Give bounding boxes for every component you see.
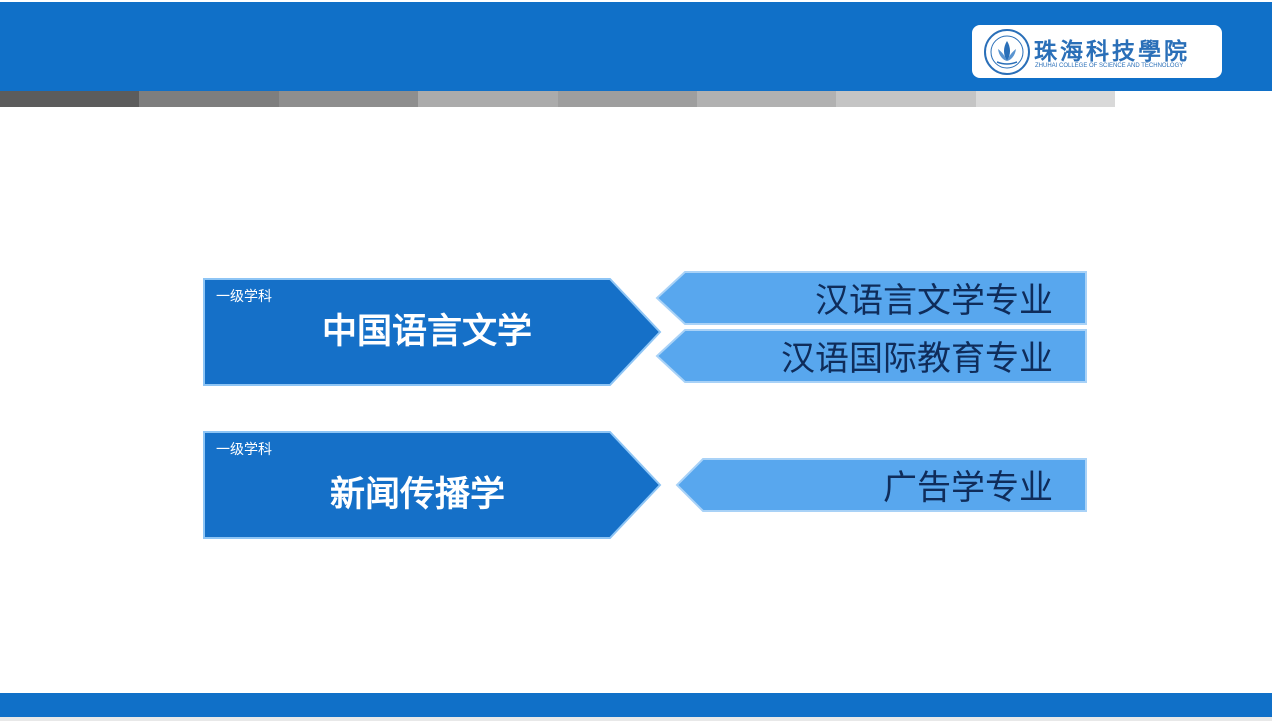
major-label: 汉语国际教育专业: [781, 339, 1053, 379]
discipline-title: 新闻传播学: [330, 475, 506, 515]
discipline-arrow-shape: [203, 431, 662, 539]
stripe-segment: [975, 91, 1116, 107]
major-arrow-shape: [675, 458, 1087, 512]
discipline-card: 一级学科 中国语言文学: [202, 277, 664, 389]
discipline-arrow-shape: [203, 278, 662, 386]
discipline-card: 一级学科 新闻传播学: [202, 430, 664, 542]
stripe-segment: [557, 91, 697, 107]
discipline-title: 中国语言文学: [322, 312, 533, 352]
major-item: 汉语言文学专业: [655, 270, 1089, 326]
gray-stripe-bar: [0, 91, 1116, 107]
college-name-en: ZHUHAI COLLEGE OF SCIENCE AND TECHNOLOGY: [1035, 63, 1184, 69]
stripe-segment: [836, 91, 976, 107]
major-arrow-shape: [655, 271, 1087, 325]
college-logo: 珠海科技學院 ZHUHAI COLLEGE OF SCIENCE AND TEC…: [972, 25, 1222, 78]
college-seal-icon: [984, 29, 1030, 75]
major-item: 汉语国际教育专业: [655, 328, 1089, 384]
discipline-tag: 一级学科: [216, 442, 272, 458]
discipline-tag: 一级学科: [216, 289, 272, 305]
major-arrow-shape: [655, 329, 1087, 383]
major-item: 广告学专业: [675, 457, 1089, 513]
stripe-segment: [139, 91, 279, 107]
footer-line: [0, 717, 1272, 721]
major-label: 汉语言文学专业: [815, 281, 1053, 321]
stripe-segment: [0, 91, 140, 107]
footer-bar: [0, 693, 1272, 717]
stripe-segment: [418, 91, 558, 107]
college-name-cn: 珠海科技學院: [1034, 38, 1190, 65]
major-label: 广告学专业: [883, 468, 1053, 508]
stripe-segment: [278, 91, 419, 107]
stripe-segment: [696, 91, 837, 107]
header-bar: 珠海科技學院 ZHUHAI COLLEGE OF SCIENCE AND TEC…: [0, 2, 1272, 91]
